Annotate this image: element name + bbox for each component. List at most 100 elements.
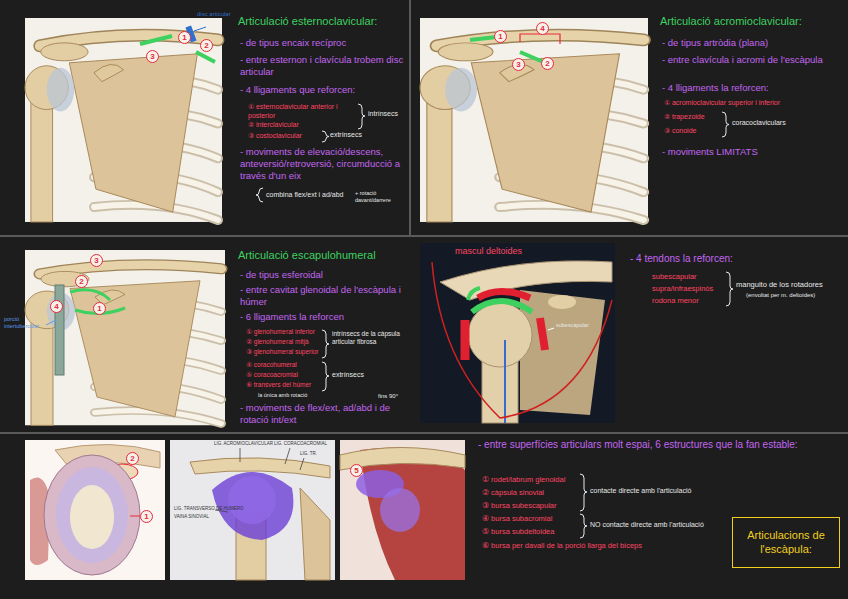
structure-item: ⑥ bursa per davall de la porció llarga d… [482, 541, 642, 550]
leader-line [548, 328, 554, 330]
ligament-item: ④ coracohumeral [246, 361, 297, 369]
brackets [358, 104, 365, 129]
brackets [580, 514, 587, 538]
callout-number: 1 [93, 302, 106, 315]
capsule [212, 472, 293, 540]
part-name: LIG. ACROMIOCLAVICULAR [214, 441, 273, 447]
title-box: Articulacions de l'escàpula: [732, 517, 840, 568]
group-label: intrínsecs [368, 110, 398, 119]
panel-grid [0, 0, 848, 433]
leader-line [46, 320, 56, 325]
capsule-image [170, 440, 335, 580]
scapulohumeral-image [25, 250, 225, 425]
panel-grid [409, 0, 411, 236]
note: - de tipus encaix recíproc [240, 37, 346, 49]
ligament-item: ③ conoide [664, 127, 696, 136]
ligament [70, 290, 110, 300]
note: - entre cavitat glenoidal de l'escàpula … [240, 284, 420, 308]
structure-item: ③ bursa subescapular [482, 501, 557, 510]
leader-lines [215, 448, 304, 512]
callout-number: 2 [75, 275, 88, 288]
callout-number: 4 [50, 300, 63, 313]
labrum [56, 467, 128, 563]
tendon-item: subescapular [652, 272, 697, 281]
side-note: fins 90° [378, 393, 398, 401]
structure-item: ① rodet/labrum glenoidal [482, 475, 565, 484]
part-name: subescapular [556, 322, 589, 329]
note: - 4 tendons la reforcen: [630, 253, 733, 266]
note: - entre esternon i clavícula trobem disc… [240, 54, 405, 78]
deltoid-image [420, 243, 615, 423]
brackets [580, 474, 587, 511]
bursa [380, 488, 420, 532]
ligament-item: ③ glenohumeral superior [246, 348, 318, 356]
leader-lines [300, 458, 304, 470]
leader-line [194, 27, 206, 31]
side-note: la única amb rotació [258, 392, 307, 399]
callout-number: 3 [146, 50, 159, 63]
ligament-item: ② interclavicular [248, 121, 299, 130]
brackets [322, 330, 329, 358]
bursa [461, 320, 470, 360]
ligament [140, 36, 172, 44]
group-label: extrínsecs [330, 131, 362, 140]
note: - moviments de flex/ext, ad/abd i de rot… [240, 402, 415, 426]
leader-lines [285, 448, 290, 464]
callout-bracket [520, 34, 560, 44]
brackets [722, 112, 729, 137]
section-title: Articulació escapulohumeral [238, 249, 376, 263]
callout-number: 3 [512, 58, 525, 71]
part-name: LIG. CORACOACROMIAL [274, 441, 327, 447]
side-note: + rotació davant/darrere [355, 190, 407, 204]
callout-number: 4 [536, 22, 549, 35]
brackets [322, 362, 329, 391]
group-label: contacte directe amb l'articulació [590, 487, 691, 496]
panel-grid [0, 432, 848, 434]
note: - 6 lligaments la reforcen [240, 311, 344, 323]
ligament-item: ① esternoclavicular anterior i posterior [248, 103, 358, 121]
part-name: mascul deltoides [455, 246, 522, 257]
note: - 4 lligaments que reforcen: [240, 84, 355, 96]
deltoid-outline [432, 262, 612, 418]
note: - entre clavícula i acromi de l'escàpula [662, 54, 844, 66]
callout-number: 1 [140, 510, 153, 523]
ligament-item: ② glenohumeral mitjà [246, 338, 309, 346]
structure-item: ② càpsula sinovial [482, 488, 544, 497]
structure-item: ④ bursa subacromial [482, 514, 552, 523]
humeral-head [468, 303, 532, 367]
brackets [322, 131, 329, 142]
panel-grid [0, 235, 848, 237]
bursa [478, 292, 530, 299]
structure-item: ⑤ bursa subdeltoidea [482, 527, 554, 536]
part-name: VAINA SINOVIAL [174, 514, 209, 520]
callout-number: 2 [200, 39, 213, 52]
bursa [540, 318, 545, 350]
group-label: extrínsecs [332, 371, 364, 380]
sternoclavicular-image [25, 18, 222, 222]
part-name: disc articular [197, 11, 231, 19]
ligament [196, 52, 215, 62]
ligament-item: ① glenohumeral inferior [246, 328, 315, 336]
box-title: Articulacions de l'escàpula: [733, 528, 839, 557]
acromion [440, 261, 612, 300]
brackets [726, 272, 733, 306]
part-name: porció intertubercular [4, 316, 46, 330]
group-label: coracoclaviculars [732, 119, 786, 128]
acromioclavicular-image [420, 18, 648, 222]
callout-number: 3 [90, 254, 103, 267]
callout-number: 2 [126, 452, 139, 465]
group-label: intrínsecs de la càpsula articular fibro… [332, 330, 410, 346]
side-note: combina flex/ext i ad/abd [266, 191, 343, 200]
ligament-item: ③ costoclavicular [248, 132, 302, 141]
biceps-tendon [504, 340, 506, 423]
ligament-item: ② trapezoide [664, 113, 705, 122]
callout-number: 1 [494, 30, 507, 43]
capsule [44, 455, 140, 575]
callout-number: 5 [350, 464, 363, 477]
glenoid-image [25, 440, 165, 580]
tendon-item: supra/infraespinós [652, 284, 713, 293]
part-name: LIG. TR. [300, 451, 317, 457]
ligament-item: ⑥ transvers del húmer [246, 381, 311, 389]
scapula [300, 488, 330, 580]
